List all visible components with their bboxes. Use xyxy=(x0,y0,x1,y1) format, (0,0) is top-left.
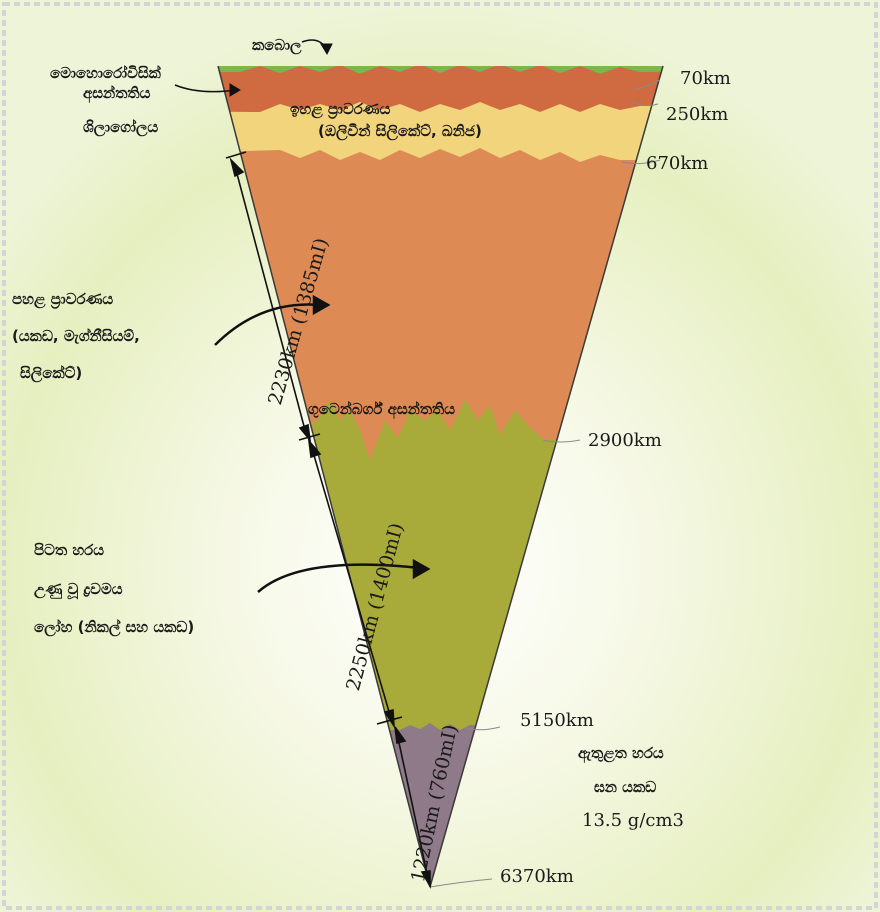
outer-core-label-line1: පිටත හරය xyxy=(34,543,104,558)
moho-label-line1: මොහොරෝවිසික් xyxy=(50,66,161,81)
depth-label-70km: 70km xyxy=(680,70,731,88)
depth-label-6370km: 6370km xyxy=(500,868,574,886)
gutenberg-label: ගුටෙන්බර්ග් අසන්තතිය xyxy=(308,402,455,417)
crust-label: කබොල xyxy=(252,38,302,53)
outer-core-label-line3: ලෝහ (නිකල් සහ යකඩ) xyxy=(34,620,194,635)
depth-label-5150km: 5150km xyxy=(520,712,594,730)
lower-mantle-label-line3: සිලිකේට්) xyxy=(20,366,82,381)
depth-label-250km: 250km xyxy=(666,106,728,124)
lower-mantle-label-line1: පහළ ප්‍රාවරණය xyxy=(12,292,113,307)
lower-mantle-label-line2: (යකඩ, මැග්නීසියම්, xyxy=(12,329,140,344)
inner-core-label-line2: ඝන යකඩ xyxy=(594,780,656,795)
depth-label-670km: 670km xyxy=(646,155,708,173)
moho-label-line2: අසන්තතිය xyxy=(83,86,150,101)
depth-label-2900km: 2900km xyxy=(588,432,662,450)
inner-core-density: 13.5 g/cm3 xyxy=(582,812,684,830)
outer-core-label-line2: උණු වූ ද්‍රවමය xyxy=(34,582,123,597)
inner-core-label-line1: ඇතුළත හරය xyxy=(578,746,664,761)
lithosphere-label: ශිලාගෝලය xyxy=(83,120,158,135)
upper-mantle-label-line2: (ඔලිවීන් සිලිකේට්, ඛනිජ) xyxy=(318,124,482,139)
upper-mantle-label-line1: ඉහළ ප්‍රාවරණය xyxy=(290,102,390,117)
